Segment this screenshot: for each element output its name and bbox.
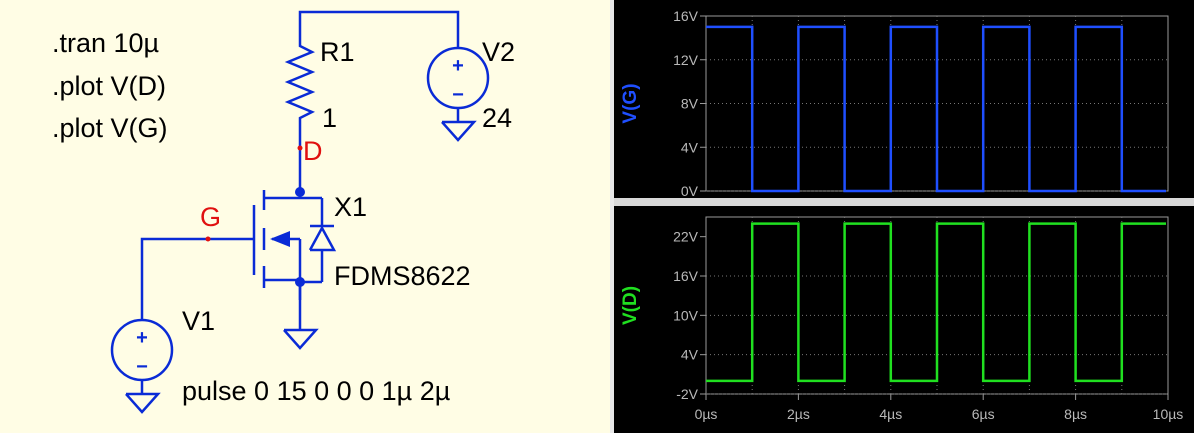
- v1-plus-icon: +: [136, 327, 148, 349]
- net-flag-g: [205, 236, 211, 242]
- pane-vd[interactable]: [614, 206, 1194, 433]
- ytick-label-vg: 4V: [681, 139, 699, 155]
- v2-value-label[interactable]: 24: [482, 103, 512, 133]
- trace-vd[interactable]: [706, 222, 1166, 383]
- v2-minus-icon: −: [452, 84, 464, 106]
- x1-name-label[interactable]: X1: [334, 192, 367, 222]
- pane-separator[interactable]: [614, 198, 1194, 206]
- directive-tran[interactable]: .tran 10µ: [52, 28, 159, 58]
- pane-vg-ylabel: V(G): [620, 83, 641, 123]
- directive-plot-vd[interactable]: .plot V(D): [52, 71, 166, 101]
- v2-plus-icon: +: [452, 55, 464, 77]
- ytick-label-vg: 0V: [681, 183, 699, 199]
- ytick-label-vg: 8V: [681, 96, 699, 112]
- ytick-label-vd: 4V: [681, 347, 699, 363]
- x1-model-label[interactable]: FDMS8622: [334, 261, 471, 291]
- xtick-label: 8µs: [1064, 406, 1087, 422]
- trace-vg[interactable]: [706, 25, 1166, 193]
- ground-v1-icon: [125, 392, 161, 414]
- schematic-panel[interactable]: .tran 10µ .plot V(D) .plot V(G): [0, 0, 610, 433]
- ytick-label-vg: 12V: [673, 52, 699, 68]
- body-diode-icon: [308, 225, 337, 252]
- r1-name-label[interactable]: R1: [320, 37, 355, 67]
- xtick-label: 0µs: [695, 406, 718, 422]
- net-label-d[interactable]: D: [303, 136, 323, 166]
- xtick-label: 4µs: [879, 406, 902, 422]
- xtick-label: 10µs: [1153, 406, 1184, 422]
- pane-vg[interactable]: [614, 0, 1194, 198]
- ground-x1-icon: [283, 328, 319, 350]
- xtick-label: 2µs: [787, 406, 810, 422]
- v1-minus-icon: −: [136, 356, 148, 378]
- pane-vd-ylabel: V(D): [620, 286, 641, 325]
- ytick-label-vd: -2V: [676, 386, 698, 402]
- v1-value-label[interactable]: pulse 0 15 0 0 0 1µ 2µ: [182, 376, 450, 406]
- v1-name-label[interactable]: V1: [182, 306, 215, 336]
- waveform-panel[interactable]: 16V 12V 8V 4V 0V 22V 16V 10V 4V -2V 0µs 2µs 4µs 6µs 8…: [614, 0, 1194, 433]
- net-label-g[interactable]: G: [200, 202, 221, 232]
- wire-top[interactable]: [298, 10, 460, 48]
- ytick-label-vd: 22V: [673, 229, 699, 245]
- waveform-canvas[interactable]: 16V 12V 8V 4V 0V 22V 16V 10V 4V -2V 0µs 2µs 4µs 6µs 8…: [614, 0, 1194, 433]
- mosfet-arrow-icon: [270, 231, 290, 247]
- ground-v2-icon: [441, 120, 477, 142]
- r1-value-label[interactable]: 1: [322, 103, 337, 133]
- v2-name-label[interactable]: V2: [482, 37, 515, 67]
- net-flag-d: [297, 145, 303, 151]
- ytick-label-vd: 16V: [673, 268, 699, 284]
- pane-divider[interactable]: [610, 0, 614, 433]
- xtick-label: 6µs: [972, 406, 995, 422]
- junction-drain: [295, 187, 305, 197]
- directive-plot-vg[interactable]: .plot V(G): [52, 113, 168, 143]
- ytick-label-vd: 10V: [673, 307, 699, 323]
- resistor-r1[interactable]: [284, 38, 316, 124]
- schematic-canvas[interactable]: .tran 10µ .plot V(D) .plot V(G): [0, 0, 610, 433]
- junction-source: [295, 277, 305, 287]
- ytick-label-vg: 16V: [673, 8, 699, 24]
- wire-gate[interactable]: [140, 237, 254, 320]
